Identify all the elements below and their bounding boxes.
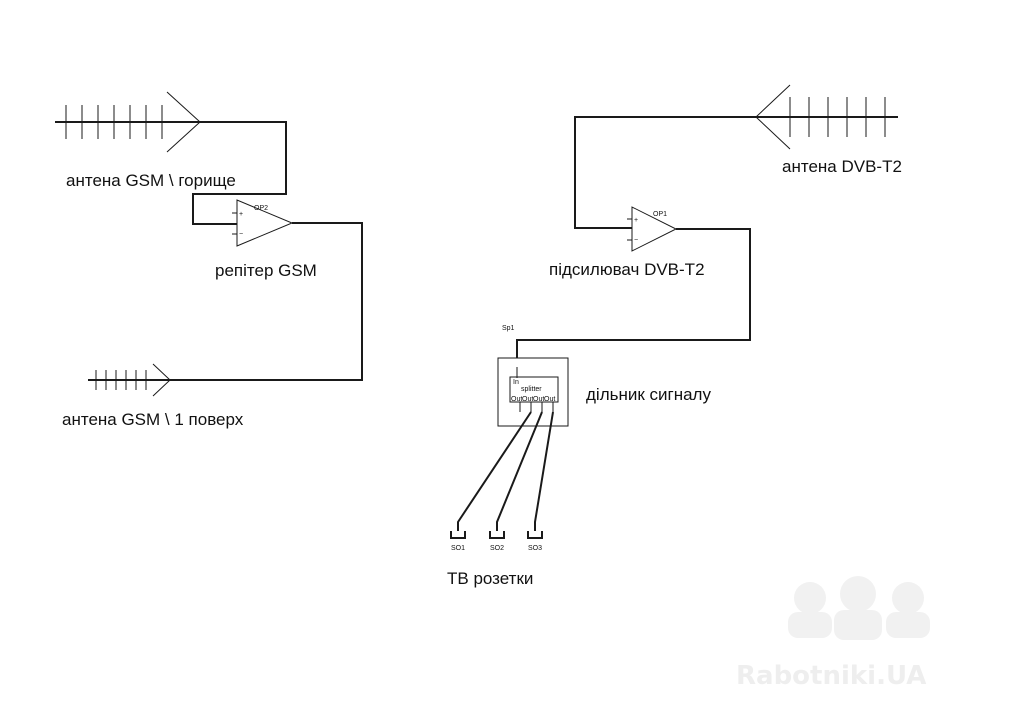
antenna-dvb-label: антена DVB-T2 [782, 157, 902, 176]
splitter-name: splitter [521, 386, 542, 393]
amplifier-op1: OP1 + − [627, 206, 678, 252]
splitter-out-3: Out [533, 396, 544, 403]
op2-plus: + [239, 211, 243, 218]
amplifier-label: підсилювач DVB-T2 [549, 260, 705, 279]
socket-so1-label: SO1 [451, 545, 465, 552]
tv-socket-so1: SO1 [450, 531, 466, 552]
splitter-out-1: Out [511, 396, 522, 403]
wire-splitter-to-so3 [534, 411, 554, 531]
repeater-label: репітер GSM [215, 261, 317, 280]
socket-so2-label: SO2 [490, 545, 504, 552]
repeater-op2: OP2 + − [232, 199, 294, 247]
splitter-out-4: Out [544, 396, 555, 403]
antenna-gsm-floor1-label: антена GSM \ 1 поверх [62, 410, 244, 429]
wire-attic-to-repeater [192, 121, 287, 225]
tv-socket-so3: SO3 [527, 531, 543, 552]
op1-plus: + [634, 217, 638, 224]
tv-socket-so2: SO2 [489, 531, 505, 552]
watermark-logo: Rabotniki.UA [736, 576, 930, 691]
splitter-ref: Sp1 [502, 325, 515, 332]
wire-splitter-to-so1 [457, 411, 532, 531]
op2-minus: − [239, 231, 243, 238]
antenna-gsm-floor1-symbol [88, 363, 171, 397]
wire-amplifier-to-splitter [516, 228, 751, 358]
tv-sockets-label: ТВ розетки [447, 569, 533, 588]
splitter-sp1: Sp1 In splitter Out Out Out Out [497, 325, 569, 427]
op1-minus: − [634, 237, 638, 244]
wire-repeater-to-floor [170, 222, 363, 381]
op2-ref: OP2 [254, 205, 268, 212]
splitter-out-2: Out [522, 396, 533, 403]
watermark-text: Rabotniki.UA [736, 661, 926, 691]
wire-splitter-to-so2 [496, 411, 543, 531]
op1-ref: OP1 [653, 211, 667, 218]
antenna-dvb-symbol [755, 84, 898, 150]
splitter-label: дільник сигналу [586, 385, 711, 404]
antenna-gsm-attic-symbol [55, 91, 201, 153]
antenna-gsm-attic-label: антена GSM \ горище [66, 171, 236, 190]
wire-dvb-to-amplifier [574, 116, 755, 229]
socket-so3-label: SO3 [528, 545, 542, 552]
splitter-in: In [513, 379, 519, 386]
